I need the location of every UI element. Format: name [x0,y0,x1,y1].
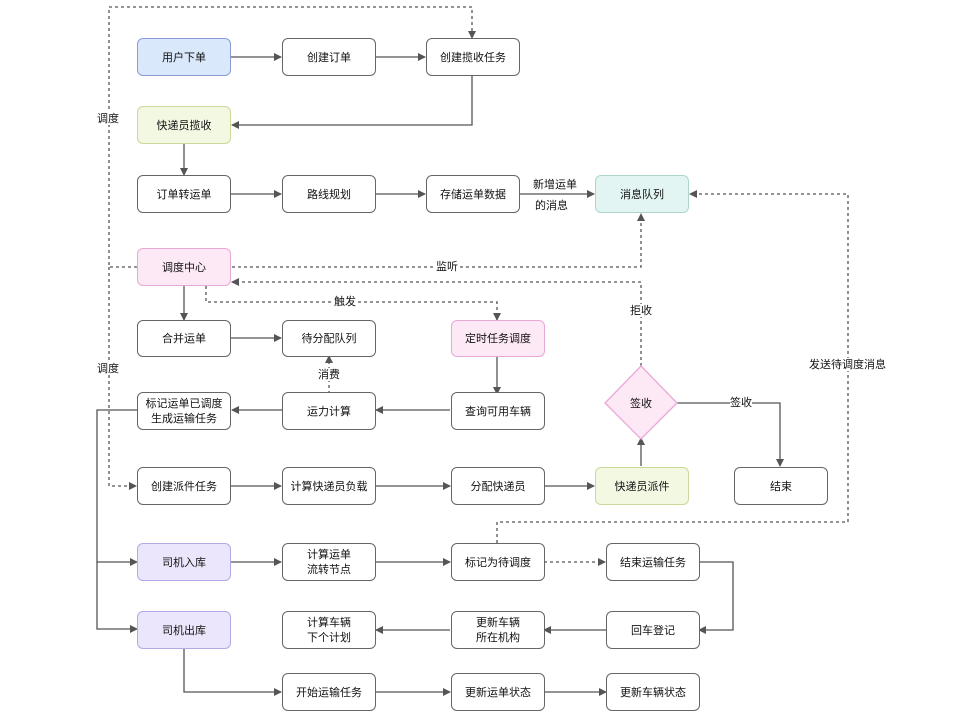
node-end-transport: 结束运输任务 [606,543,700,581]
node-courier-delivery: 快递员派件 [595,467,689,505]
label-consume: 消费 [318,368,340,381]
node-message-queue-label: 消息队列 [620,187,664,201]
node-create-order: 创建订单 [282,38,376,76]
node-end-transport-label: 结束运输任务 [620,555,686,569]
label-listen: 监听 [436,260,458,273]
node-courier-pickup-label: 快递员揽收 [156,118,212,132]
edge-reject [231,278,642,366]
node-driver-out: 司机出库 [137,611,231,649]
node-query-vehicles: 查询可用车辆 [451,392,545,430]
node-start-transport: 开始运输任务 [282,673,376,711]
node-assign-courier: 分配快递员 [451,467,545,505]
label-send-pending-msg: 发送待调度消息 [809,358,886,371]
label-dispatch-mid: 调度 [97,362,119,375]
label-trigger: 触发 [334,295,356,308]
node-user-order-label: 用户下单 [162,50,206,64]
node-mark-dispatched-line1: 标记运单已调度 [145,397,223,410]
node-update-org-line2: 所在机构 [476,631,520,644]
node-assign-courier-label: 分配快递员 [470,479,526,493]
label-dispatch-top: 调度 [97,112,119,125]
node-end-label: 结束 [770,479,792,493]
node-store-waybill: 存储运单数据 [426,175,520,213]
node-mark-pending-label: 标记为待调度 [465,555,531,569]
node-merge-waybill-label: 合并运单 [162,332,206,345]
node-update-waybill-status-label: 更新运单状态 [465,685,531,699]
node-courier-delivery-label: 快递员派件 [614,479,670,493]
node-dispatch-center: 调度中心 [137,248,231,286]
node-scheduled-task-label: 定时任务调度 [465,332,531,345]
node-update-waybill-status: 更新运单状态 [451,673,545,711]
node-create-delivery-label: 创建派件任务 [151,479,217,493]
node-calc-node: 计算运单 流转节点 [282,543,376,581]
node-order-to-waybill: 订单转运单 [137,175,231,213]
node-end: 结束 [734,467,828,505]
node-calc-plan-line2: 下个计划 [307,631,351,644]
label-new-waybill-line1: 新增运单 [533,178,577,191]
node-create-pickup: 创建揽收任务 [426,38,520,76]
edge-end-transport-to-return [698,561,734,634]
node-pending-queue-label: 待分配队列 [301,332,357,345]
node-update-org-line1: 更新车辆 [476,616,520,629]
node-update-vehicle-status-label: 更新车辆状态 [620,685,686,699]
edge-listen [232,213,645,268]
edge-trigger [205,286,501,321]
label-sign-edge: 签收 [730,396,752,409]
node-user-order: 用户下单 [137,38,231,76]
node-pending-queue: 待分配队列 [282,320,376,357]
node-mark-dispatched: 标记运单已调度 生成运输任务 [137,392,231,430]
node-sign-label: 签收 [630,397,652,410]
edge-mark-to-driver-in [96,409,138,566]
node-sign: 签收 [611,390,671,416]
node-return-register: 回车登记 [606,611,700,649]
node-update-vehicle-status: 更新车辆状态 [606,673,700,711]
sign-diamond [604,365,678,440]
node-order-to-waybill-label: 订单转运单 [156,187,212,201]
edge-dispatch-loop-top [108,6,476,268]
node-driver-in-label: 司机入库 [162,555,206,569]
node-message-queue: 消息队列 [595,175,689,213]
node-calc-node-line2: 流转节点 [307,563,351,576]
node-driver-out-label: 司机出库 [162,623,206,637]
edge-pickup-to-courier [231,76,473,129]
edge-driver-out-to-start [183,648,282,696]
node-route-planning: 路线规划 [282,175,376,213]
node-create-order-label: 创建订单 [307,50,351,64]
node-mark-pending: 标记为待调度 [451,543,545,581]
node-calc-load: 计算快递员负载 [282,467,376,505]
node-calc-plan: 计算车辆 下个计划 [282,611,376,649]
edge-dispatch-loop-mid [108,267,137,490]
node-scheduled-task: 定时任务调度 [451,320,545,357]
node-return-register-label: 回车登记 [631,623,675,637]
edge-mark-to-driver-out [96,562,138,633]
node-update-org: 更新车辆 所在机构 [451,611,545,649]
node-merge-waybill: 合并运单 [137,320,231,357]
node-calc-plan-line1: 计算车辆 [307,616,351,629]
node-calc-node-line1: 计算运单 [307,548,351,561]
label-new-waybill-line2: 的消息 [535,199,568,212]
node-route-planning-label: 路线规划 [307,187,351,201]
node-capacity-calc-label: 运力计算 [307,404,351,418]
node-start-transport-label: 开始运输任务 [296,685,362,699]
node-capacity-calc: 运力计算 [282,392,376,430]
node-mark-dispatched-line2: 生成运输任务 [151,412,217,425]
node-create-pickup-label: 创建揽收任务 [440,50,506,64]
node-create-delivery: 创建派件任务 [137,467,231,505]
node-calc-load-label: 计算快递员负载 [290,479,368,493]
label-reject: 拒收 [630,304,652,317]
node-store-waybill-label: 存储运单数据 [440,187,506,201]
node-driver-in: 司机入库 [137,543,231,581]
node-query-vehicles-label: 查询可用车辆 [465,404,531,418]
node-courier-pickup: 快递员揽收 [137,106,231,144]
edge-sign-to-end [677,402,784,467]
edge-send-pending-msg [496,190,849,543]
node-dispatch-center-label: 调度中心 [162,260,206,274]
